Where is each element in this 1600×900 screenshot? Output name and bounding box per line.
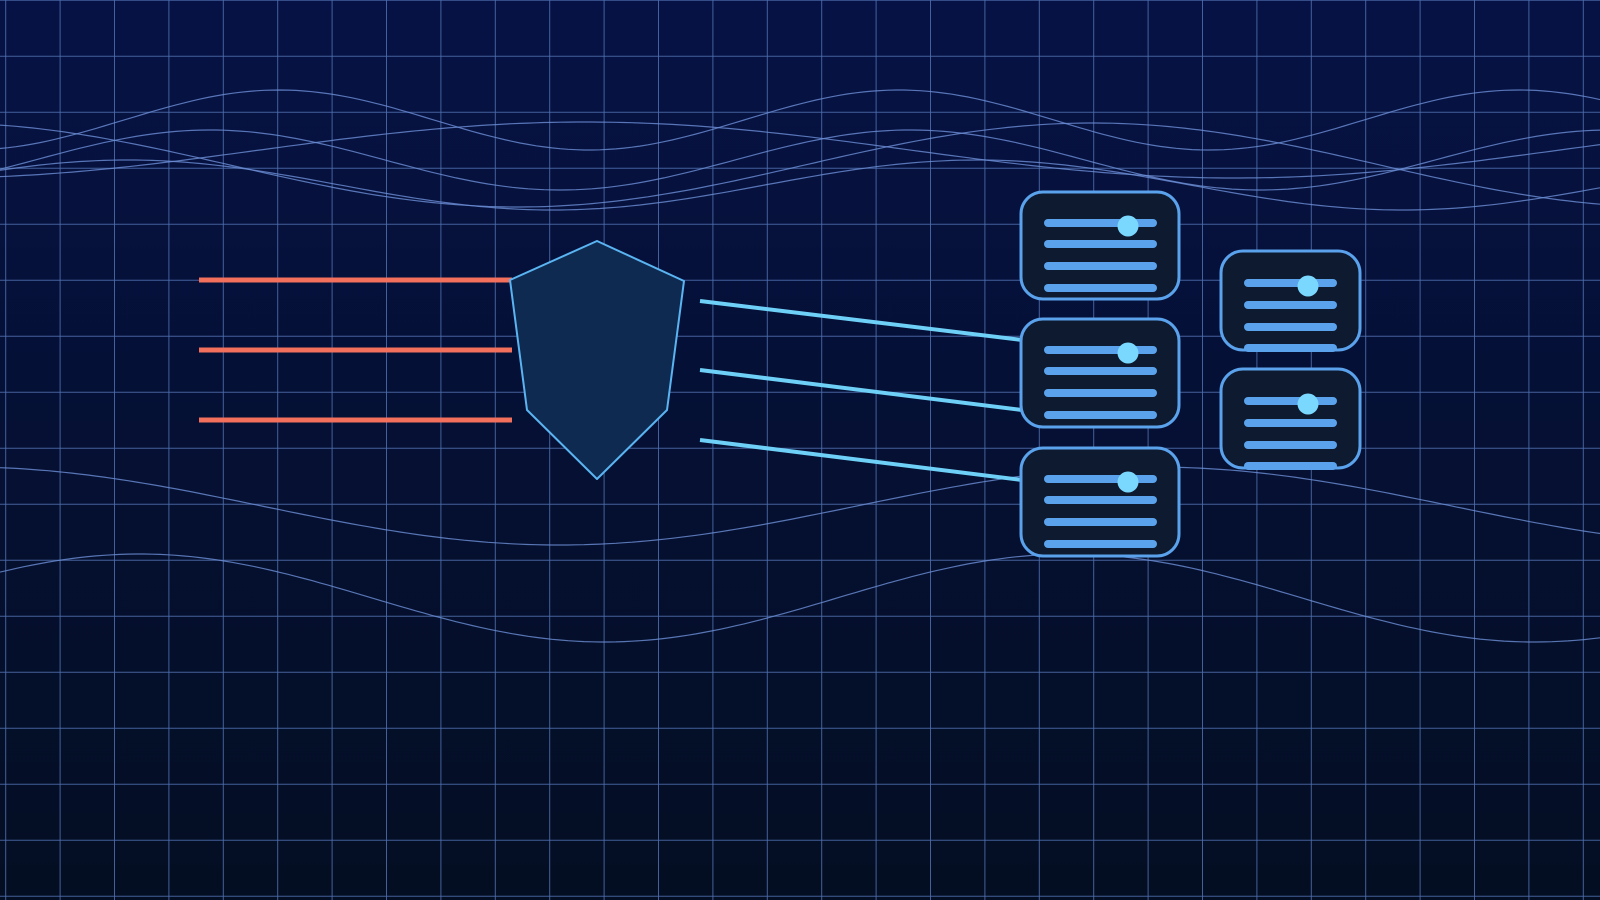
server-icon — [1019, 190, 1181, 301]
shield-icon — [509, 240, 685, 480]
server-led-icon — [1297, 275, 1319, 297]
server-icon — [1219, 367, 1362, 470]
wave-line — [0, 121, 1600, 179]
server-icon — [1019, 446, 1181, 558]
server-led-icon — [1117, 342, 1139, 364]
wave-line — [0, 553, 1600, 643]
wave-line — [0, 122, 1600, 208]
wave-line — [0, 159, 1600, 211]
waves — [0, 89, 1600, 643]
link-lines — [699, 299, 1023, 482]
threat-lines — [199, 277, 512, 423]
link-line — [699, 438, 1023, 482]
server-group — [1019, 190, 1362, 558]
server-body — [1219, 249, 1362, 352]
link-line — [699, 299, 1023, 342]
wave-line — [0, 129, 1600, 191]
link-line — [699, 368, 1023, 412]
server-led-icon — [1117, 215, 1139, 237]
server-body — [1219, 367, 1362, 470]
server-icon — [1219, 249, 1362, 352]
server-icon — [1019, 317, 1181, 429]
wave-line — [0, 89, 1600, 151]
wave-line — [0, 466, 1600, 546]
server-led-icon — [1117, 471, 1139, 493]
server-led-icon — [1297, 393, 1319, 415]
